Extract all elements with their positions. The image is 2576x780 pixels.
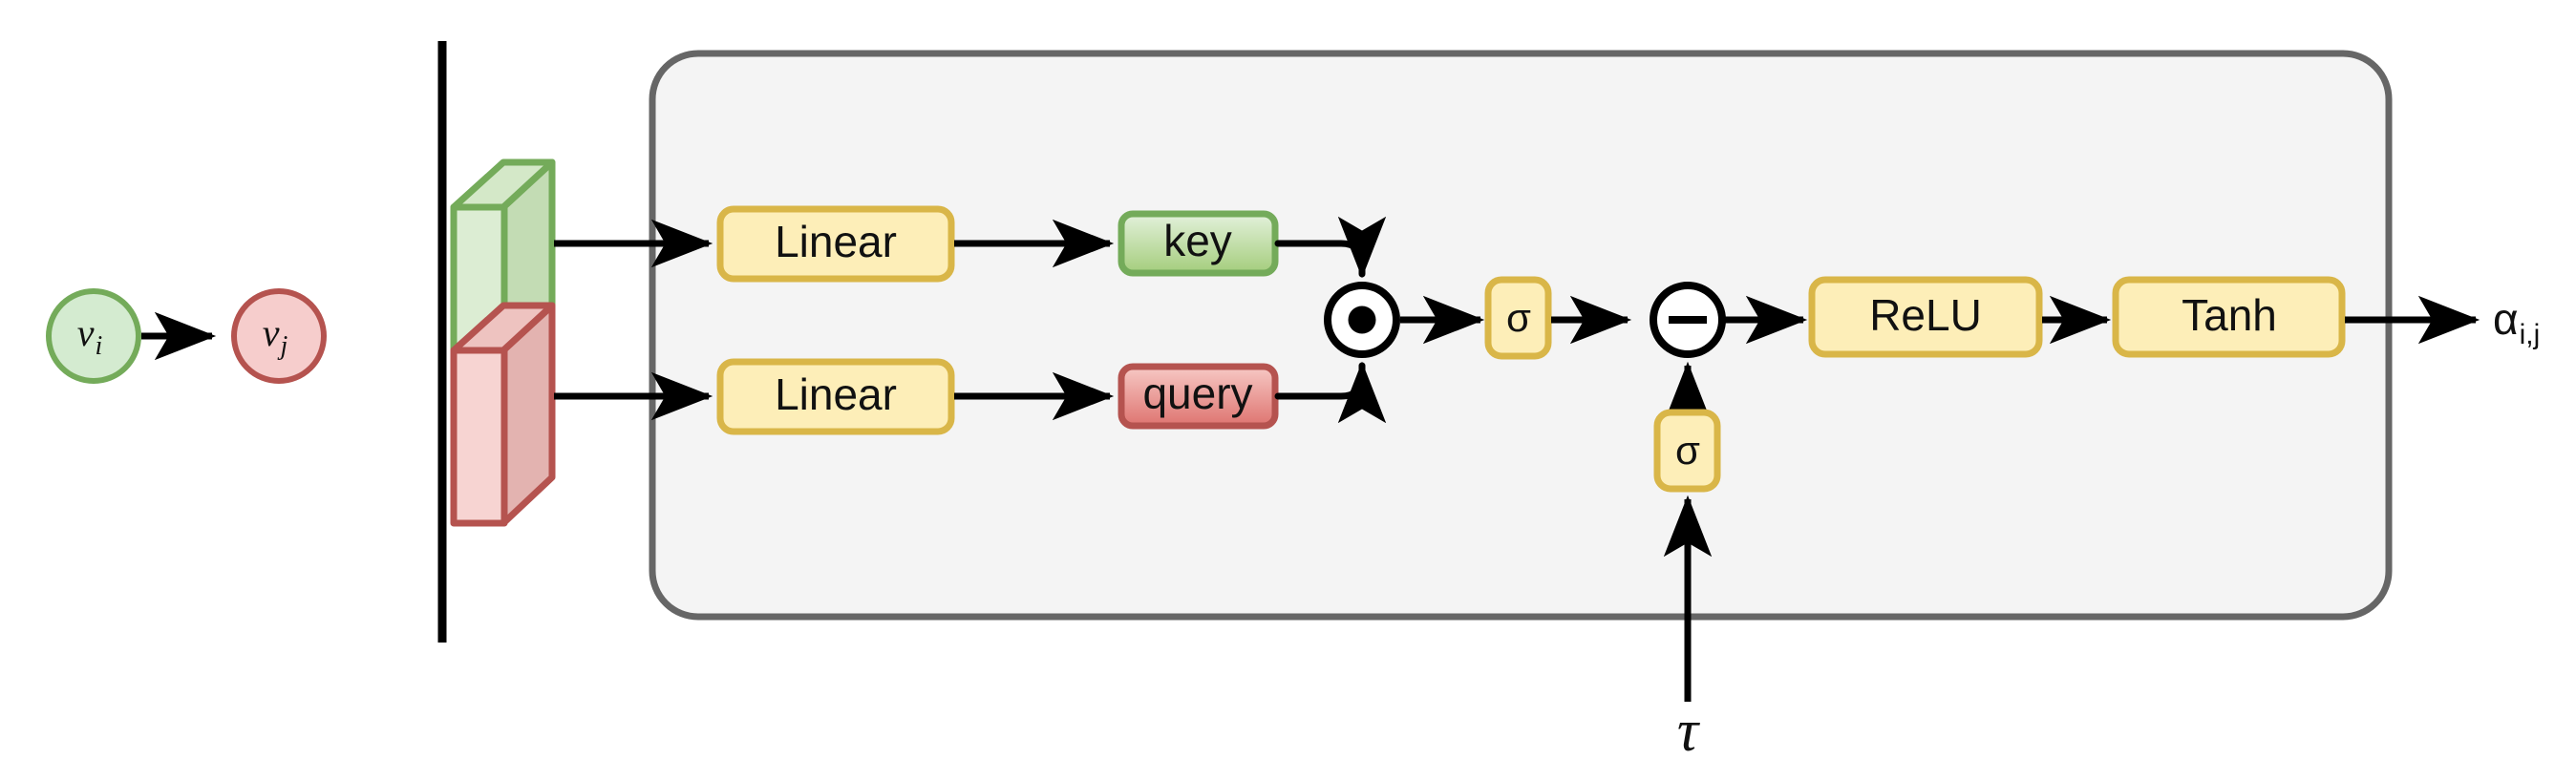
relu-box-rect[interactable] — [1808, 276, 2043, 358]
arrow-key-to-hadamard — [1274, 216, 1387, 279]
linear-bottom-label: Linear — [775, 369, 897, 419]
red-cube-front-face — [450, 347, 508, 527]
edge-illustration: vi vj — [46, 288, 327, 384]
query-label: query — [1142, 369, 1252, 418]
node-vi-circle[interactable] — [46, 288, 141, 384]
node-vj[interactable]: vj — [231, 288, 327, 384]
minus-sign-icon — [1669, 316, 1707, 324]
key-box[interactable]: key — [1118, 210, 1279, 277]
linear-top-label: Linear — [775, 217, 897, 266]
sigma-bottom-box[interactable]: σ — [1653, 409, 1721, 493]
tanh-box[interactable]: Tanh — [2112, 276, 2346, 358]
relu-box[interactable]: ReLU — [1808, 276, 2043, 358]
tanh-box-rect[interactable] — [2112, 276, 2346, 358]
key-label: key — [1163, 216, 1232, 265]
hadamard-product-node[interactable] — [1324, 282, 1400, 358]
output-alpha-label: αi,j — [2493, 294, 2540, 350]
sigma-bottom-label: σ — [1675, 428, 1700, 473]
arrow-query-to-hadamard — [1274, 361, 1387, 424]
sigma-bottom-box-rect[interactable] — [1653, 409, 1721, 493]
node-vj-label: vj — [263, 311, 288, 361]
node-vi[interactable]: vi — [46, 288, 141, 384]
sigma-top-label: σ — [1506, 295, 1531, 340]
node-vj-circle[interactable] — [231, 288, 327, 384]
subtract-node[interactable] — [1650, 282, 1726, 358]
tau-label: τ — [1677, 699, 1701, 764]
linear-bottom-box[interactable]: Linear — [716, 358, 955, 435]
sigma-top-box-rect[interactable] — [1484, 276, 1552, 360]
relu-label: ReLU — [1869, 290, 1982, 340]
hadamard-inner-dot-icon — [1348, 306, 1376, 334]
output-alpha-symbol: α — [2493, 294, 2519, 344]
node-vi-label: vi — [77, 311, 103, 361]
linear-top-box[interactable]: Linear — [716, 205, 955, 283]
tanh-label: Tanh — [2182, 290, 2277, 340]
linear-top-box-rect[interactable] — [716, 205, 955, 283]
red-feature-cube[interactable] — [450, 302, 556, 527]
query-box[interactable]: query — [1118, 363, 1279, 430]
linear-bottom-box-rect[interactable] — [716, 358, 955, 435]
sigma-top-box[interactable]: σ — [1484, 276, 1552, 360]
output-alpha-subscript: i,j — [2520, 319, 2541, 350]
